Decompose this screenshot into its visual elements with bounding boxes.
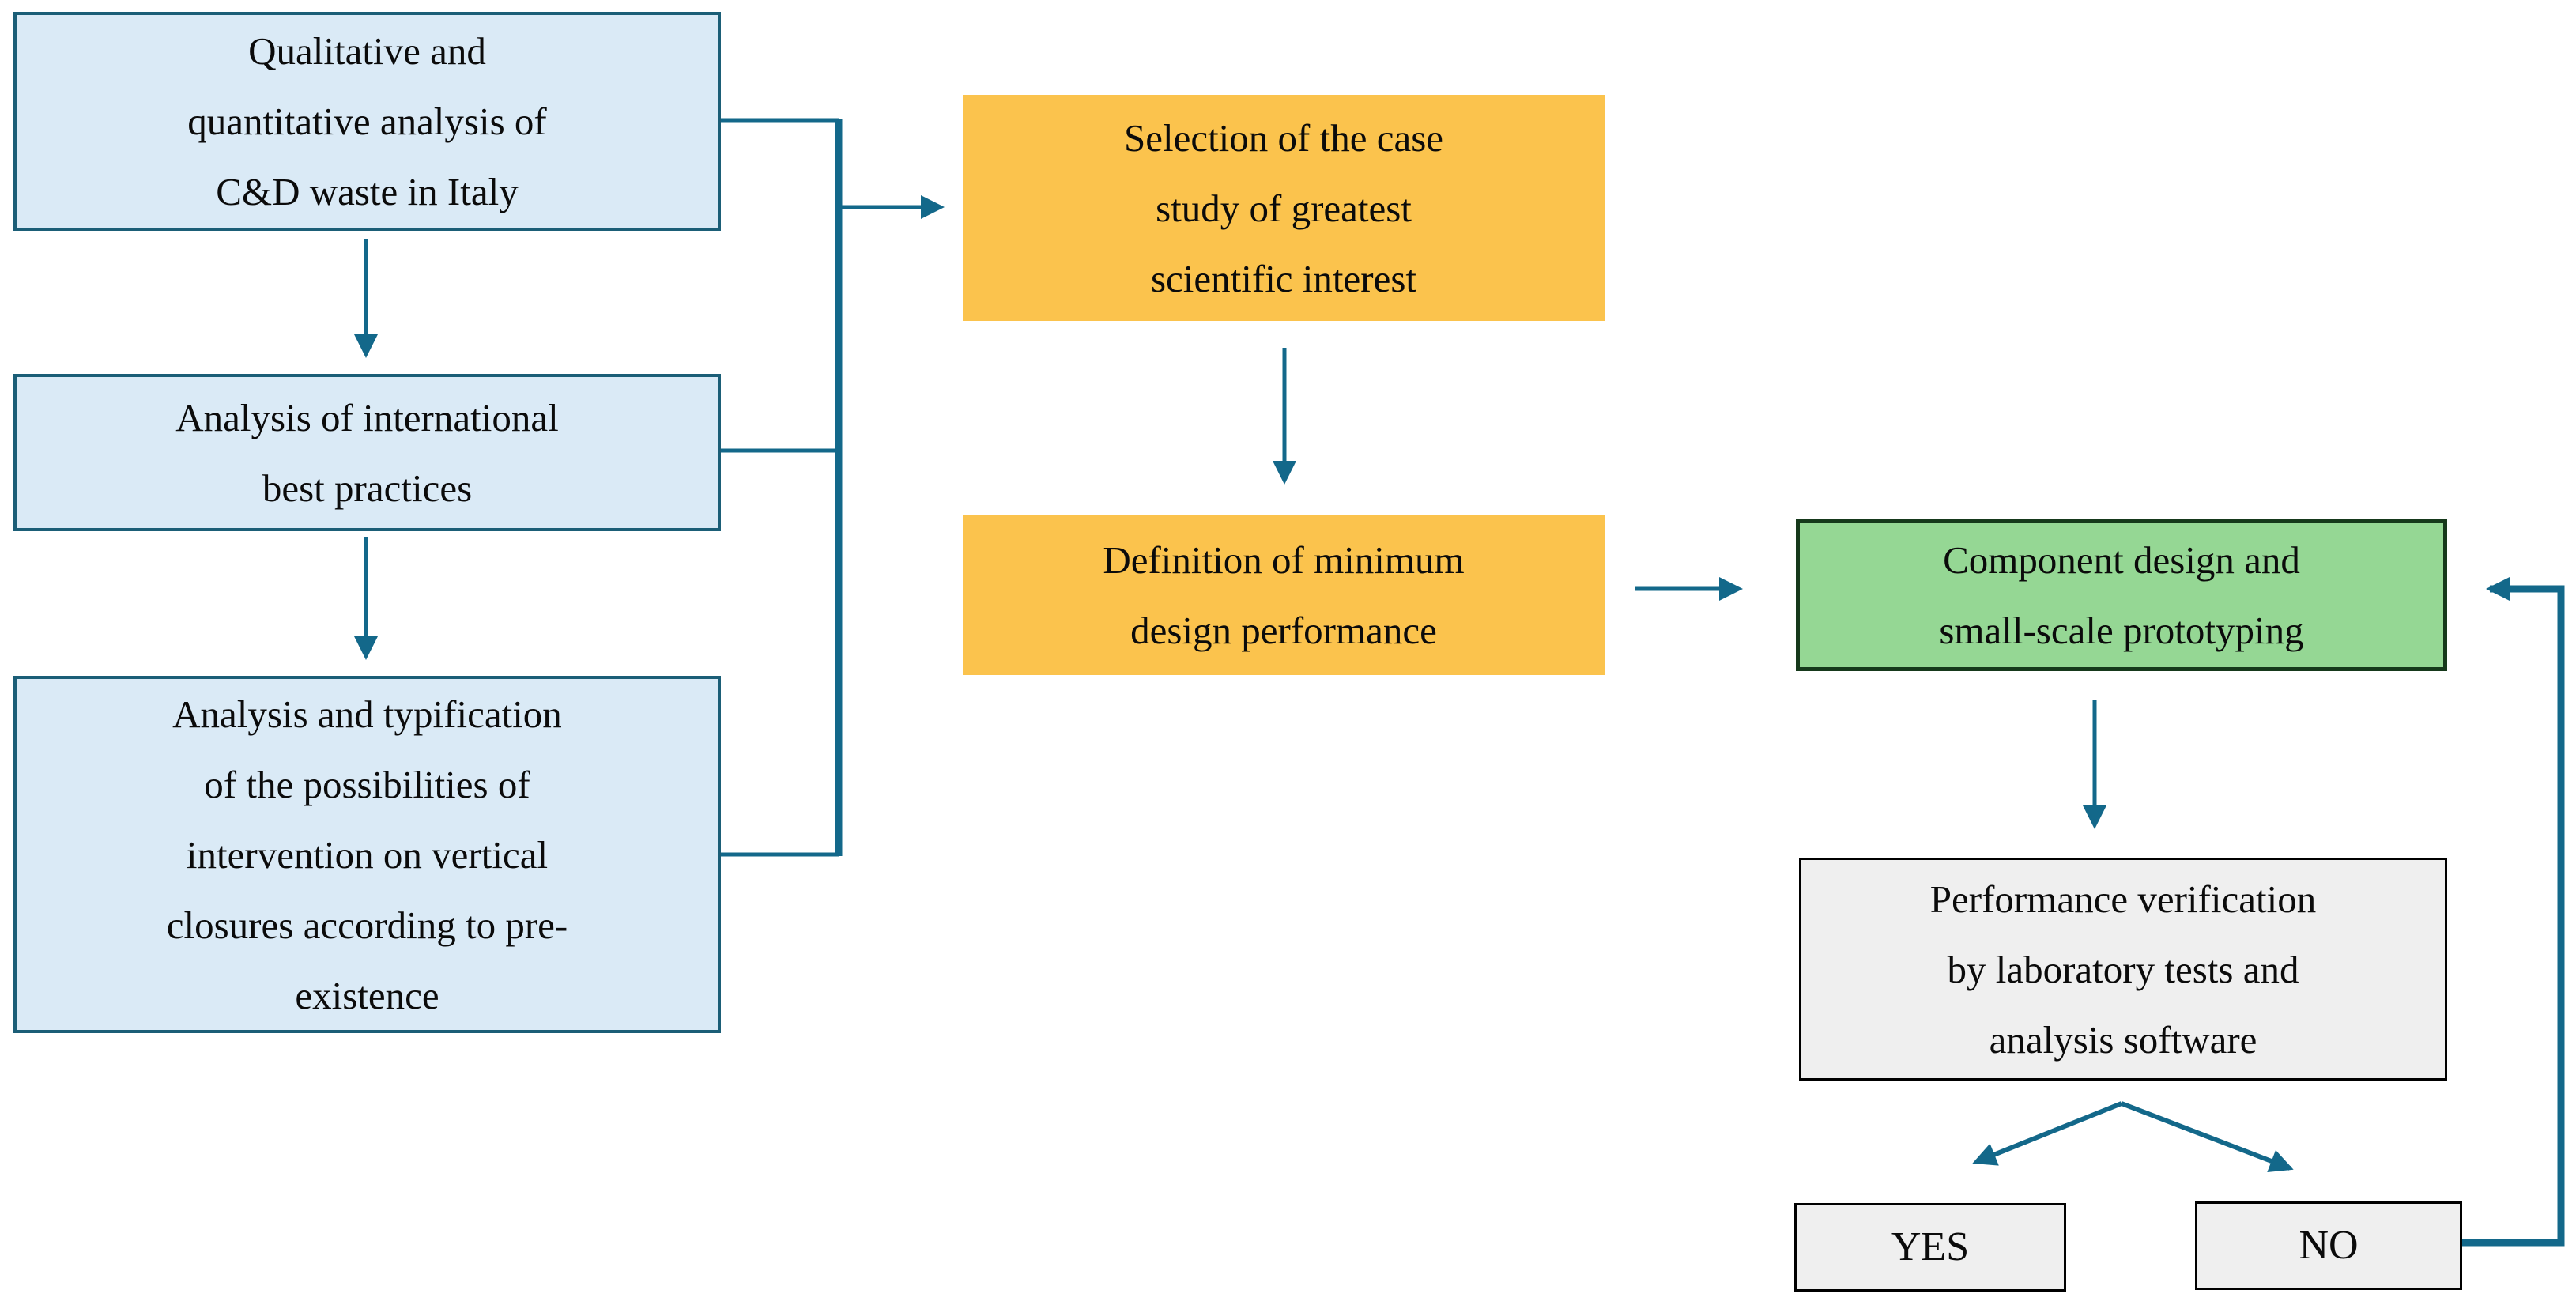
node-typification: Analysis and typification of the possibi… (13, 676, 721, 1033)
node-no: NO (2195, 1201, 2462, 1290)
node-case-study-label: Selection of the case study of greatest … (1123, 115, 1444, 300)
node-component-design-label: Component design and small-scale prototy… (1939, 538, 2304, 652)
node-analysis-italy: Qualitative and quantitative analysis of… (13, 12, 721, 231)
node-typification-label: Analysis and typification of the possibi… (166, 692, 568, 1017)
node-best-practices-label: Analysis of international best practices (175, 395, 559, 510)
node-yes: YES (1794, 1203, 2066, 1292)
node-analysis-italy-label: Qualitative and quantitative analysis of… (187, 29, 547, 213)
node-case-study: Selection of the case study of greatest … (963, 95, 1605, 321)
node-design-performance-label: Definition of minimum design performance (1103, 538, 1465, 652)
node-yes-label: YES (1891, 1224, 1970, 1269)
node-best-practices: Analysis of international best practices (13, 374, 721, 531)
node-performance-verification-label: Performance verification by laboratory t… (1929, 877, 2317, 1062)
node-design-performance: Definition of minimum design performance (963, 515, 1605, 675)
node-performance-verification: Performance verification by laboratory t… (1799, 858, 2447, 1081)
arrow-fork-to-yes (1972, 1101, 2123, 1166)
node-component-design: Component design and small-scale prototy… (1796, 519, 2447, 671)
arrow-no-feedback-to-component-design (2462, 577, 2565, 1247)
node-no-label: NO (2299, 1223, 2359, 1268)
arrow-fork-to-no (2120, 1101, 2294, 1173)
